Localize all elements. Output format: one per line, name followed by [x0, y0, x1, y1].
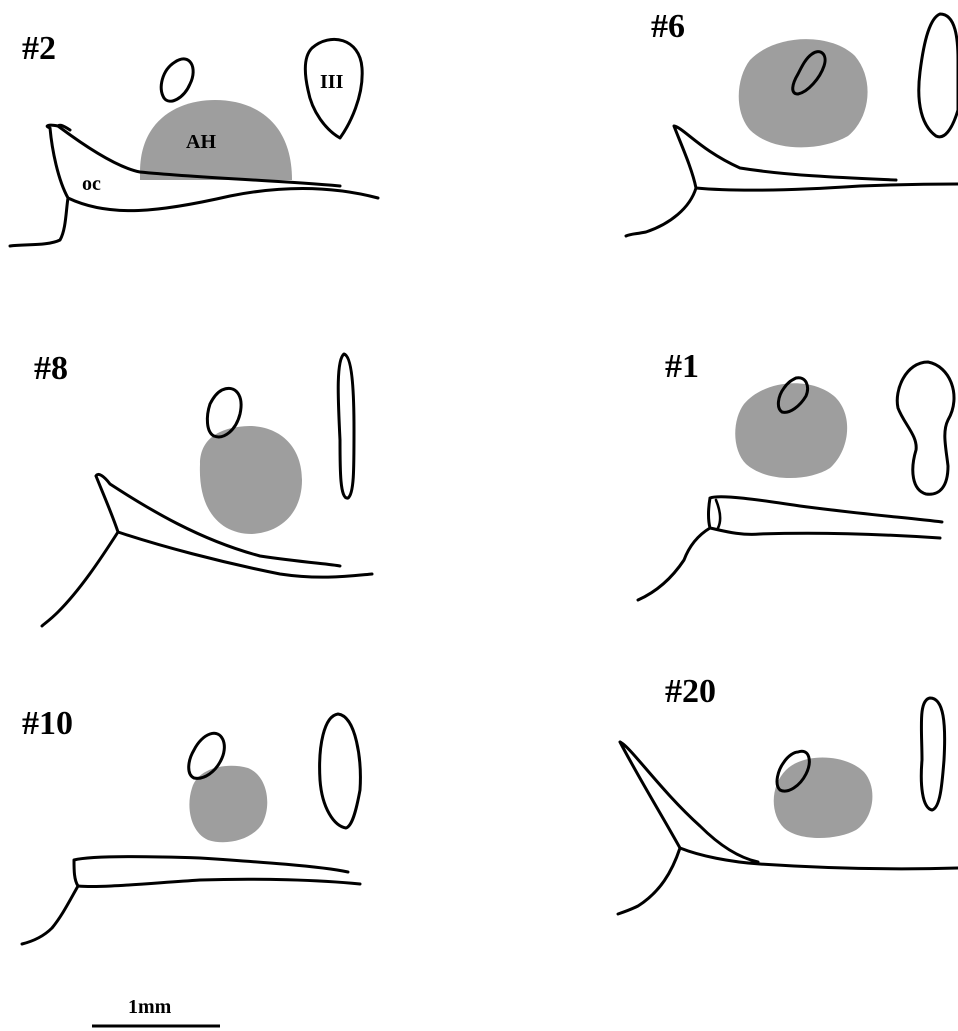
chiasm-outline-10: [22, 857, 360, 944]
fornix-outline-2: [161, 59, 193, 101]
label-ah: AH: [186, 131, 216, 153]
scale-bar-label: 1mm: [128, 996, 171, 1019]
label-iii: III: [320, 71, 344, 93]
ventricle-outline-6: [919, 14, 958, 137]
lesion-area-8: [200, 426, 302, 534]
lesion-area-20: [774, 757, 873, 838]
label-oc: oc: [82, 173, 101, 195]
lesion-area-ah: [140, 100, 292, 180]
ventricle-outline-1: [897, 362, 954, 494]
chiasm-outline-1: [638, 497, 942, 600]
ventricle-outline-10: [320, 714, 361, 828]
panel-1-drawing: [638, 362, 954, 600]
chiasm-inner-1: [716, 500, 720, 528]
panel-20-drawing: [618, 698, 958, 914]
panel-10-drawing: [22, 714, 360, 944]
ventricle-outline-8: [338, 354, 354, 498]
panel-8-drawing: [42, 354, 372, 626]
panel-6-drawing: [626, 14, 958, 236]
lesion-area-1: [735, 383, 847, 478]
panel-2-drawing: AH oc III: [10, 39, 378, 246]
ventricle-outline-20: [921, 698, 944, 810]
